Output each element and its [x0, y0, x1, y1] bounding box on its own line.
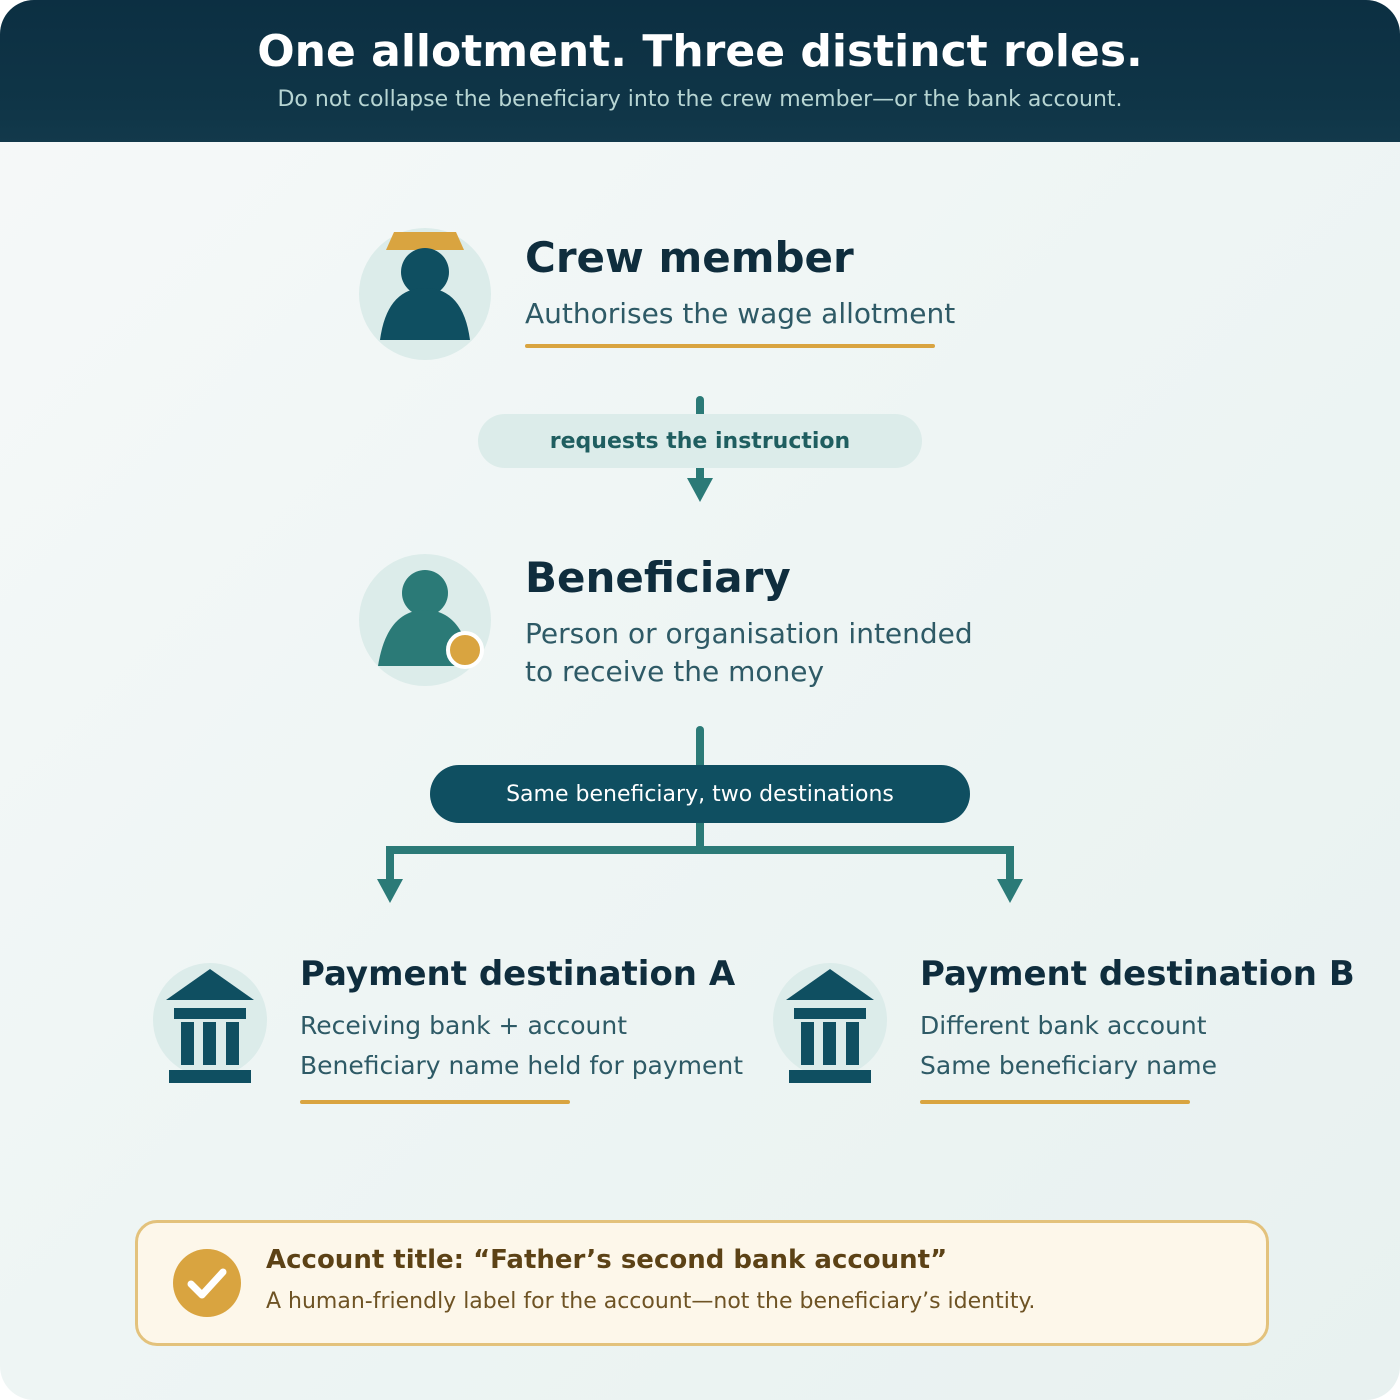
arrowhead-beneficiary: [687, 478, 713, 502]
connector-label-requests: requests the instruction: [478, 414, 922, 468]
note-description: A human-friendly label for the account—n…: [266, 1289, 1036, 1314]
arrowhead-destination-b: [997, 879, 1023, 903]
bank-icon: [166, 969, 254, 1083]
note-title: Account title: “Father’s second bank acc…: [266, 1245, 948, 1275]
crew-member-description: Authorises the wage allotment: [525, 297, 956, 330]
beneficiary-description-line2: to receive the money: [525, 655, 825, 688]
crew-member-underline: [525, 344, 935, 348]
destination-b-line2: Same beneficiary name: [920, 1051, 1218, 1080]
header-bar: One allotment. Three distinct roles. Do …: [0, 0, 1400, 142]
beneficiary-title: Beneficiary: [525, 553, 791, 602]
destination-a-line2: Beneficiary name held for payment: [300, 1051, 744, 1080]
destination-b-underline: [920, 1100, 1190, 1104]
connector-split-line: [386, 846, 1014, 884]
checkmark-icon: [173, 1249, 241, 1317]
page-title: One allotment. Three distinct roles.: [257, 26, 1143, 77]
crew-member-person-icon: [380, 232, 470, 340]
destination-a-title: Payment destination A: [300, 954, 736, 994]
destination-a-line1: Receiving bank + account: [300, 1011, 628, 1040]
account-title-note: Account title: “Father’s second bank acc…: [135, 1220, 1269, 1346]
beneficiary-person-icon: [378, 570, 484, 669]
bank-icon: [786, 969, 874, 1083]
destination-b-title: Payment destination B: [920, 954, 1355, 994]
destination-b-line1: Different bank account: [920, 1011, 1207, 1040]
page-subtitle: Do not collapse the beneficiary into the…: [277, 87, 1123, 112]
connector-label-two-destinations: Same beneficiary, two destinations: [430, 765, 970, 823]
crew-member-title: Crew member: [525, 233, 854, 282]
arrowhead-destination-a: [377, 879, 403, 903]
destination-a-underline: [300, 1100, 570, 1104]
beneficiary-description-line1: Person or organisation intended: [525, 617, 973, 650]
